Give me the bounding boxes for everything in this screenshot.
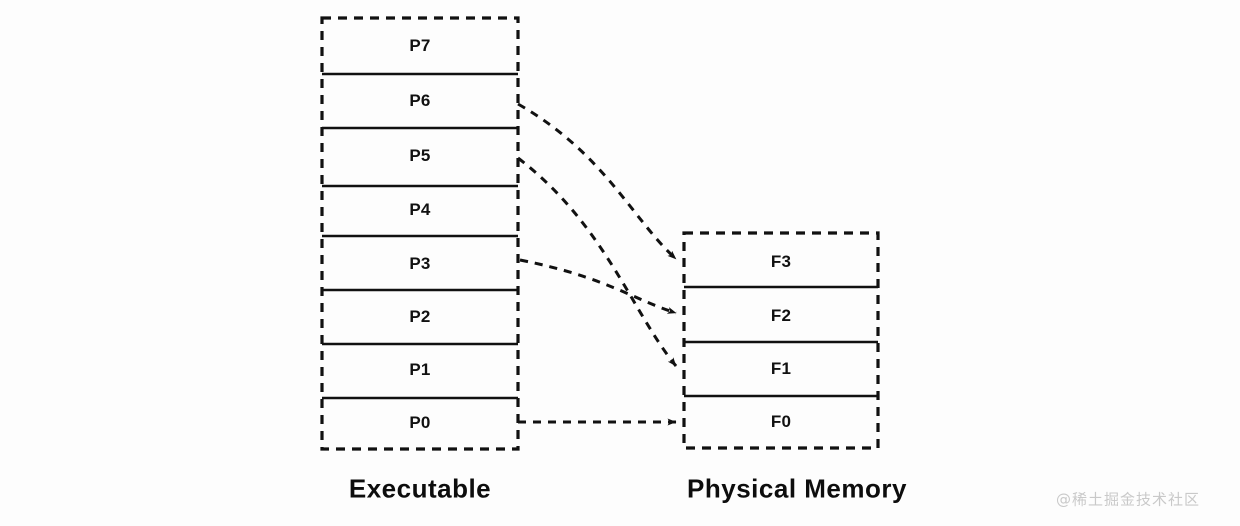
page-block-p5: P5 — [409, 146, 431, 165]
page-block-p2: P2 — [409, 307, 431, 326]
page-block-p4: P4 — [409, 200, 431, 219]
frame-block-f3: F3 — [770, 252, 792, 271]
executable-caption: Executable — [348, 473, 492, 504]
mapping-arrow-p5-to-f1 — [517, 156, 678, 367]
mapping-arrow-p3-to-f2 — [519, 258, 677, 315]
physical-memory-box — [682, 231, 880, 450]
physical-memory-dividers — [684, 285, 878, 398]
physical-memory-caption: Physical Memory — [687, 473, 907, 504]
page-block-p0: P0 — [409, 413, 431, 432]
physical-memory-outline — [682, 231, 880, 450]
frame-block-f0: F0 — [770, 412, 792, 431]
frame-block-f2: F2 — [770, 306, 792, 325]
page-block-p1: P1 — [409, 360, 431, 379]
page-block-p6: P6 — [409, 91, 431, 110]
executable-dividers — [322, 72, 518, 400]
executable-outline — [320, 16, 520, 451]
executable-box — [320, 16, 520, 451]
watermark-text: @稀土掘金技术社区 — [1055, 490, 1201, 509]
mapping-arrow-p6-to-f3 — [517, 102, 678, 261]
mapping-arrows — [517, 102, 678, 426]
page-block-p7: P7 — [409, 36, 431, 55]
frame-block-f1: F1 — [770, 359, 792, 378]
page-block-p3: P3 — [409, 254, 431, 273]
